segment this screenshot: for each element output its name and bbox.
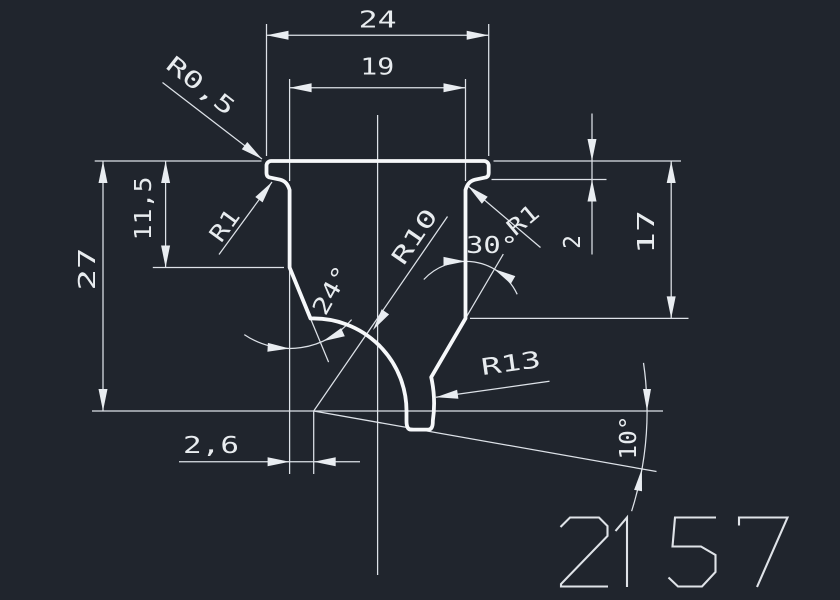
exit-angle-line bbox=[313, 410, 657, 473]
arrow-r0-5 bbox=[241, 142, 262, 159]
arrow-24-deg-wall bbox=[267, 342, 290, 352]
label-top-width: 24 bbox=[359, 8, 397, 34]
label-right-taper-angle: 30° bbox=[466, 233, 518, 259]
arrow-11-5-top bbox=[161, 161, 171, 183]
arc-10-deg bbox=[631, 362, 648, 512]
arrow-2-bottom bbox=[587, 179, 597, 202]
arrow-30-deg-wall bbox=[443, 256, 466, 266]
label-right-wall-depth: 17 bbox=[634, 210, 660, 254]
arrow-10-deg-bottom bbox=[634, 468, 642, 492]
arrow-27-bottom bbox=[98, 389, 108, 411]
digit-7 bbox=[737, 516, 790, 588]
arrow-24-right bbox=[466, 30, 489, 40]
arrow-19-left bbox=[289, 83, 312, 93]
label-step-depth: 2 bbox=[560, 235, 586, 249]
arrow-17-bottom bbox=[666, 296, 676, 319]
arrow-2-6-left bbox=[267, 457, 290, 467]
arrow-10-deg-top bbox=[643, 389, 651, 411]
arrow-2-6-right bbox=[313, 457, 336, 467]
digit-2 bbox=[559, 516, 609, 588]
arrow-27-top bbox=[98, 161, 108, 183]
arrow-24-left bbox=[266, 30, 289, 40]
arrow-17-top bbox=[666, 161, 676, 183]
arrow-r13 bbox=[436, 389, 459, 399]
taper-extension-left bbox=[309, 318, 330, 363]
label-total-depth: 27 bbox=[75, 248, 101, 291]
label-tip-offset: 2,6 bbox=[183, 433, 239, 459]
arrow-11-5-bottom bbox=[161, 245, 171, 268]
taper-extension-right bbox=[464, 253, 504, 319]
digit-1 bbox=[614, 514, 629, 587]
digit-5 bbox=[667, 516, 717, 588]
arrow-24-deg-taper bbox=[322, 328, 345, 342]
label-straight-depth: 11,5 bbox=[131, 177, 157, 241]
part-number: 2157 bbox=[559, 514, 790, 588]
label-exit-angle: 10° bbox=[616, 416, 642, 460]
die-profile-outline bbox=[264, 159, 491, 432]
arrow-r1-right bbox=[468, 186, 488, 204]
arrow-r10 bbox=[373, 309, 390, 330]
arrow-r1-left bbox=[255, 182, 272, 203]
arrowheads bbox=[98, 30, 676, 492]
label-bore-width: 19 bbox=[360, 55, 394, 81]
arrow-19-right bbox=[443, 83, 466, 93]
arrow-30-deg-taper bbox=[494, 269, 516, 284]
arrow-2-top bbox=[587, 139, 597, 161]
